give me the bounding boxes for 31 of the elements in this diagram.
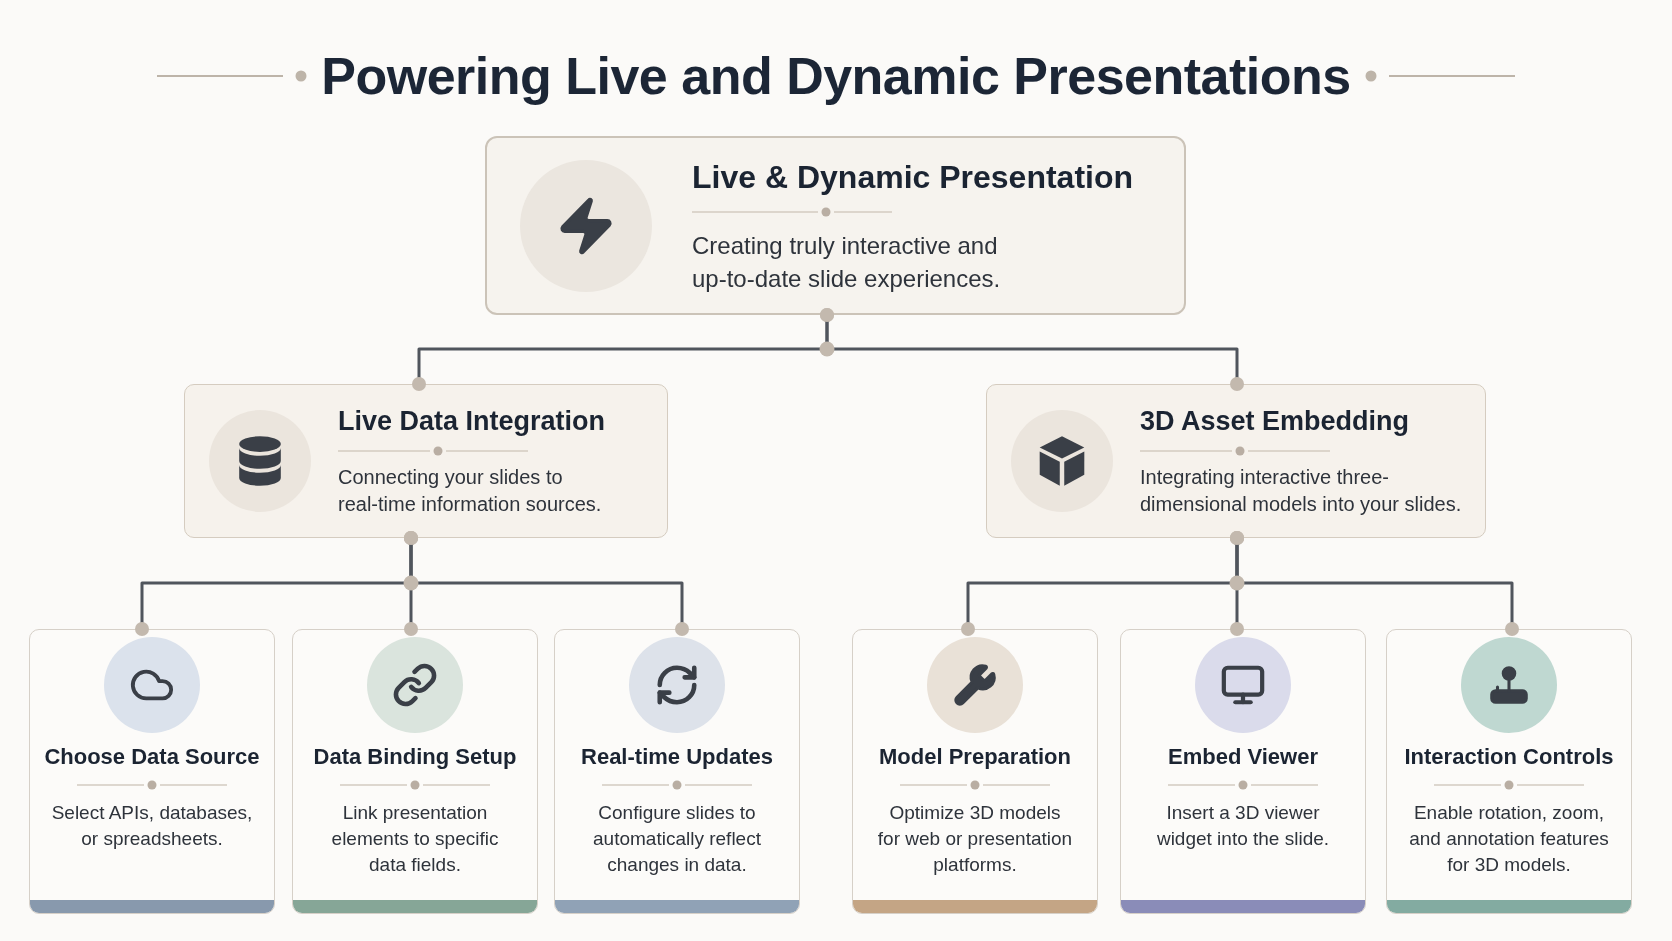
card-heading: Data Binding Setup	[313, 743, 517, 771]
connector-line	[820, 308, 1244, 391]
step-card	[29, 629, 275, 914]
connector-line	[404, 531, 689, 636]
step-card	[1120, 629, 1366, 914]
connector-line	[1230, 531, 1519, 636]
card-description: Link presentation elements to specific data fields.	[330, 801, 500, 877]
card-description: Configure slides to automatically reflect changes in data.	[592, 801, 762, 877]
step-card	[852, 629, 1098, 914]
card-heading: Embed Viewer	[1168, 743, 1318, 771]
step-card	[554, 629, 800, 914]
card-description: Optimize 3D models for web or presentation platforms.	[877, 801, 1073, 877]
card-heading: Real-time Updates	[581, 743, 773, 771]
card-heading: Live Data Integration	[338, 405, 607, 438]
step-card	[1386, 629, 1632, 914]
category-card	[986, 384, 1486, 538]
card-description: Creating truly interactive and up-to-date slide experiences.	[692, 230, 1002, 294]
card-description: Insert a 3D viewer widget into the slide.	[1155, 801, 1331, 851]
step-card	[292, 629, 538, 914]
card-description: Enable rotation, zoom, and annotation features for 3D models.	[1408, 801, 1610, 877]
card-description: Connecting your slides to real-time information sources.	[338, 465, 603, 517]
card-heading: Choose Data Source	[44, 743, 260, 771]
card-heading: Live & Dynamic Presentation	[692, 157, 1135, 197]
card-heading: Model Preparation	[879, 743, 1071, 771]
title: Powering Live and Dynamic Presentations	[321, 46, 1351, 107]
card-heading: Interaction Controls	[1404, 743, 1614, 771]
card-description: Integrating interactive three-dimensional models into your slides.	[1140, 465, 1463, 517]
category-card	[184, 384, 668, 538]
root-card	[485, 136, 1186, 315]
card-heading: 3D Asset Embedding	[1140, 405, 1411, 438]
card-description: Select APIs, databases, or spreadsheets.	[50, 801, 254, 851]
